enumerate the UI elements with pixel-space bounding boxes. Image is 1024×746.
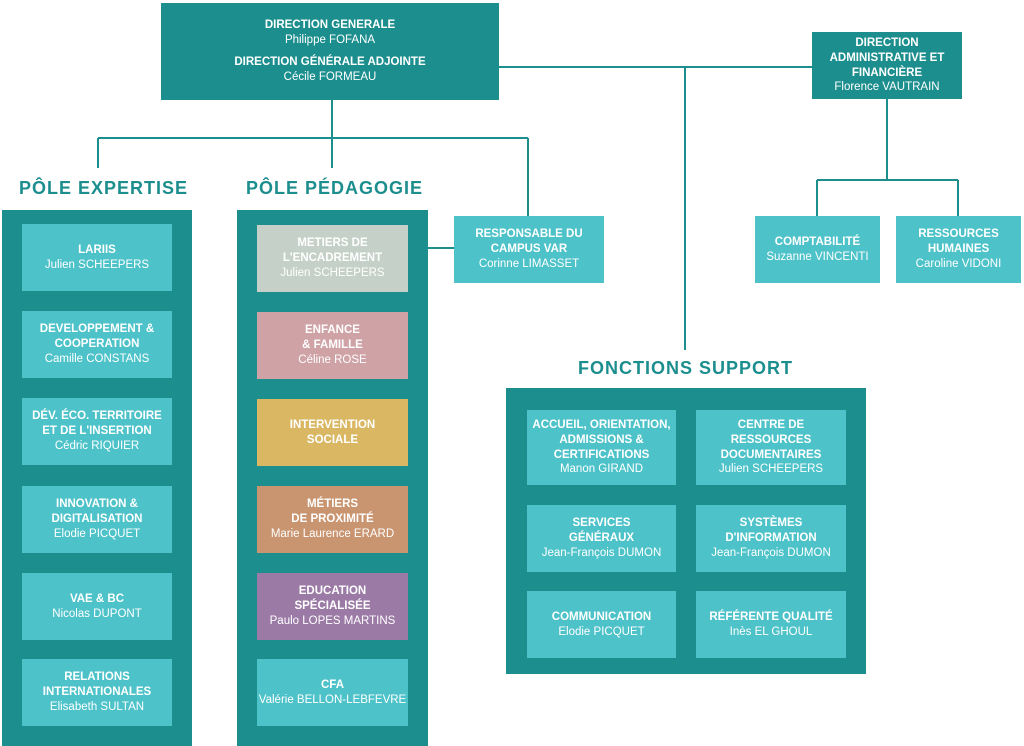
direction-generale-name: Philippe FOFANA (284, 34, 376, 47)
support-item-title: CENTRE DE RESSOURCES DOCUMENTAIRES (720, 418, 822, 461)
campus-var-box: RESPONSABLE DU CAMPUS VAR Corinne LIMASS… (454, 216, 604, 283)
expertise-item: DEVELOPPEMENT & COOPERATION Camille CONS… (22, 311, 172, 378)
pole-expertise-heading: PÔLE EXPERTISE (19, 178, 189, 198)
rh-title: RESSOURCES HUMAINES (918, 228, 999, 256)
expertise-item-title: DEVELOPPEMENT & COOPERATION (39, 323, 155, 351)
pole-pedagogie-heading: PÔLE PÉDAGOGIE (246, 178, 424, 198)
pole-pedagogie-panel (237, 210, 428, 746)
comptabilite-box: COMPTABILITÉ Suzanne VINCENTI (755, 216, 880, 283)
support-item-title: SYSTÈMES D'INFORMATION (725, 517, 817, 545)
support-item-name: Julien SCHEEPERS (718, 463, 824, 476)
pedagogie-item-intervention: INTERVENTION SOCIALE (257, 399, 408, 466)
pedagogie-item-title: INTERVENTION SOCIALE (289, 418, 376, 446)
expertise-item-name: Julien SCHEEPERS (44, 258, 150, 271)
expertise-item: INNOVATION & DIGITALISATION Elodie PICQU… (22, 486, 172, 553)
expertise-item-title: INNOVATION & DIGITALISATION (51, 498, 143, 526)
expertise-item-title: RELATIONS INTERNATIONALES (42, 671, 152, 699)
expertise-item-name: Nicolas DUPONT (52, 607, 142, 620)
pole-expertise-panel (2, 210, 192, 746)
pedagogie-item-name: Julien SCHEEPERS (280, 266, 385, 279)
support-item-name: Manon GIRAND (559, 463, 644, 476)
pedagogie-item-enfance: ENFANCE & FAMILLE Céline ROSE (257, 312, 408, 379)
expertise-item-name: Camille CONSTANS (44, 352, 150, 365)
pedagogie-item-title: ENFANCE & FAMILLE (302, 324, 363, 352)
support-item-title: ACCUEIL, ORIENTATION, ADMISSIONS & CERTI… (532, 418, 671, 461)
daf-title: DIRECTION ADMINISTRATIVE ET FINANCIÈRE (829, 36, 945, 79)
daf-box: DIRECTION ADMINISTRATIVE ET FINANCIÈRE F… (812, 32, 962, 99)
expertise-item-name: Elodie PICQUET (53, 527, 141, 540)
campus-var-name: Corinne LIMASSET (478, 257, 580, 270)
support-item-name: Jean-François DUMON (541, 546, 662, 559)
pedagogie-item-encadrement: METIERS DE L'ENCADREMENT Julien SCHEEPER… (257, 225, 408, 292)
support-item-name: Jean-François DUMON (711, 546, 831, 559)
pedagogie-item-proximite: MÉTIERS DE PROXIMITÉ Marie Laurence ERAR… (257, 486, 408, 553)
pedagogie-item-name: Valérie BELLON-LEBFEVRE (258, 693, 407, 706)
expertise-item-name: Elisabeth SULTAN (49, 700, 145, 713)
support-item: SYSTÈMES D'INFORMATION Jean-François DUM… (696, 505, 846, 572)
daf-name: Florence VAUTRAIN (834, 81, 940, 94)
support-item-title: COMMUNICATION (551, 610, 652, 623)
pedagogie-item-name: Paulo LOPES MARTINS (269, 614, 396, 627)
support-item: CENTRE DE RESSOURCES DOCUMENTAIRES Julie… (696, 410, 846, 485)
expertise-item: LARIIS Julien SCHEEPERS (22, 224, 172, 291)
pedagogie-item-name: Marie Laurence ERARD (270, 527, 395, 540)
expertise-item-title: DÉV. ÉCO. TERRITOIRE ET DE L'INSERTION (32, 410, 162, 438)
support-item: SERVICES GÉNÉRAUX Jean-François DUMON (527, 505, 676, 572)
support-item: RÉFÉRENTE QUALITÉ Inès EL GHOUL (696, 591, 846, 658)
expertise-item: DÉV. ÉCO. TERRITOIRE ET DE L'INSERTION C… (22, 398, 172, 465)
expertise-item-title: VAE & BC (69, 592, 125, 605)
comptabilite-title: COMPTABILITÉ (774, 235, 861, 248)
expertise-item-title: LARIIS (78, 243, 116, 256)
expertise-item: VAE & BC Nicolas DUPONT (22, 573, 172, 640)
rh-name: Caroline VIDONI (915, 257, 1002, 270)
comptabilite-name: Suzanne VINCENTI (766, 250, 869, 263)
support-item: ACCUEIL, ORIENTATION, ADMISSIONS & CERTI… (527, 410, 676, 485)
support-item-title: SERVICES GÉNÉRAUX (568, 517, 635, 545)
pedagogie-item-title: EDUCATION SPÉCIALISÉE (294, 585, 371, 613)
pedagogie-item-title: METIERS DE L'ENCADREMENT (282, 237, 383, 265)
support-item: COMMUNICATION Elodie PICQUET (527, 591, 676, 658)
pedagogie-item-title: CFA (321, 678, 344, 691)
direction-generale-box: DIRECTION GENERALE Philippe FOFANA DIREC… (161, 3, 499, 100)
rh-box: RESSOURCES HUMAINES Caroline VIDONI (896, 216, 1021, 283)
pedagogie-item-title: MÉTIERS DE PROXIMITÉ (291, 498, 374, 526)
direction-generale-title: DIRECTION GENERALE (264, 19, 396, 32)
pedagogie-item-cfa: CFA Valérie BELLON-LEBFEVRE (257, 659, 408, 726)
direction-adjointe-title: DIRECTION GÉNÉRALE ADJOINTE (234, 56, 426, 68)
campus-var-title: RESPONSABLE DU CAMPUS VAR (475, 228, 583, 256)
support-item-name: Inès EL GHOUL (729, 625, 813, 638)
expertise-item-name: Cédric RIQUIER (54, 439, 140, 452)
support-item-name: Elodie PICQUET (558, 625, 645, 638)
fonctions-support-heading: FONCTIONS SUPPORT (578, 358, 794, 378)
support-item-title: RÉFÉRENTE QUALITÉ (709, 610, 833, 623)
direction-adjointe-name: Cécile FORMEAU (283, 70, 377, 83)
pedagogie-item-name: Céline ROSE (298, 353, 367, 366)
pedagogie-item-education: EDUCATION SPÉCIALISÉE Paulo LOPES MARTIN… (257, 573, 408, 640)
expertise-item: RELATIONS INTERNATIONALES Elisabeth SULT… (22, 659, 172, 726)
